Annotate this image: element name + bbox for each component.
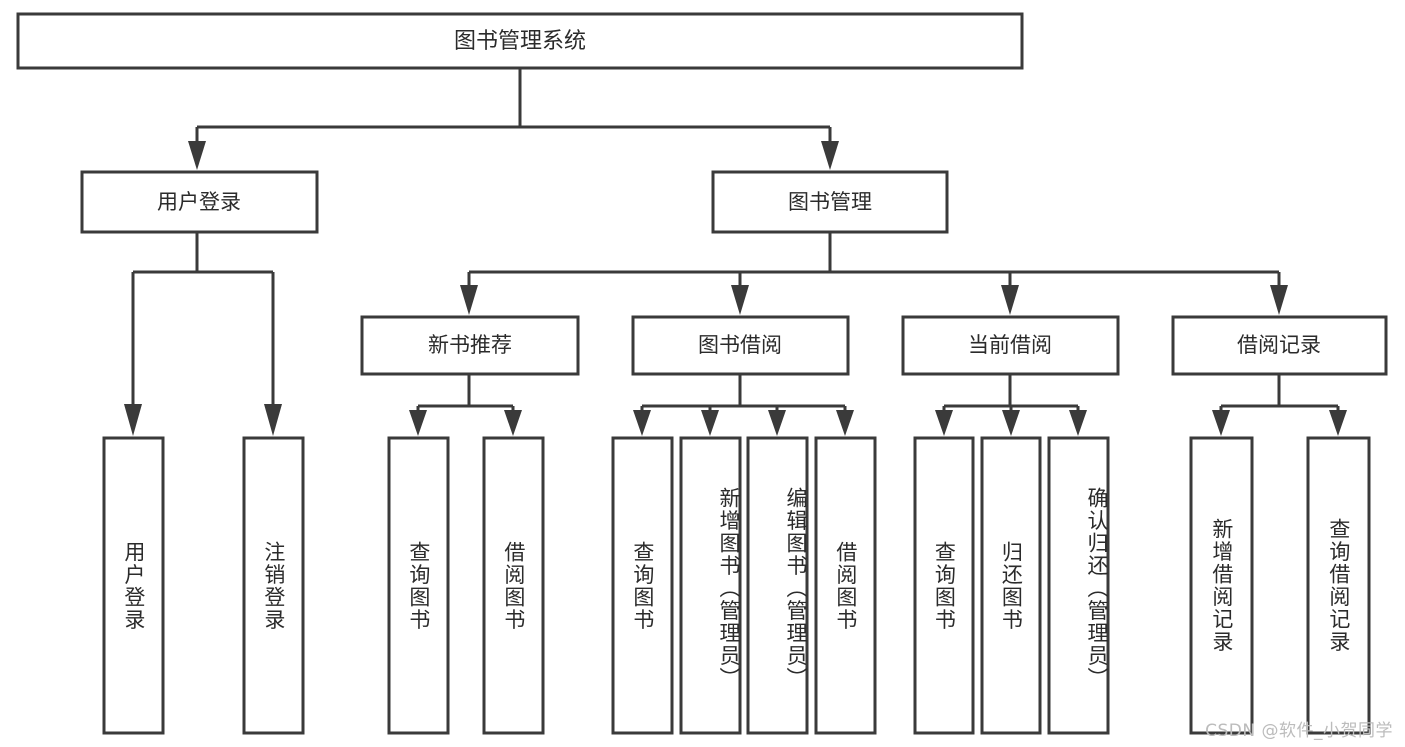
- arrow-head-leaf-borrow-book-1: [504, 410, 522, 436]
- leaf-query-record-box[interactable]: [1306, 436, 1371, 735]
- node-book-manage[interactable]: 图书管理: [711, 170, 949, 234]
- node-root-box[interactable]: [16, 12, 1024, 70]
- node-book-borrow[interactable]: 图书借阅: [631, 315, 850, 376]
- leaf-boxes: [102, 436, 1371, 735]
- node-user-login[interactable]: 用户登录: [80, 170, 319, 234]
- arrow-head-borrow-record: [1270, 285, 1288, 315]
- arrow-head-new-book: [460, 285, 478, 315]
- arrow-head-leaf-borrow-book-2: [836, 410, 854, 436]
- csdn-watermark: CSDN @软件_小贺同学: [1205, 721, 1393, 741]
- arrow-head-leaf-add-book: [701, 410, 719, 436]
- arrow-head-leaf-query-book-2: [633, 410, 651, 436]
- leaf-confirm-return-box[interactable]: [1047, 436, 1110, 735]
- arrow-head-leaf-query-book-1: [409, 410, 427, 436]
- arrow-head-book-manage: [821, 141, 839, 170]
- node-book-manage-box[interactable]: [711, 170, 949, 234]
- leaf-add-book-box[interactable]: [679, 436, 742, 735]
- node-current-borrow[interactable]: 当前借阅: [901, 315, 1120, 376]
- leaf-borrow-book-2-box[interactable]: [814, 436, 877, 735]
- connectors-currentborrow-to-leaves: [935, 374, 1087, 436]
- node-root[interactable]: 图书管理系统: [16, 12, 1024, 70]
- arrow-head-user-login: [188, 141, 206, 170]
- arrow-head-leaf-logout-login: [264, 404, 282, 436]
- node-book-borrow-box[interactable]: [631, 315, 850, 376]
- arrow-head-leaf-confirm-return: [1069, 410, 1087, 436]
- arrow-head-leaf-return-book: [1002, 410, 1020, 436]
- arrow-head-leaf-add-record: [1212, 410, 1230, 436]
- node-borrow-record[interactable]: 借阅记录: [1171, 315, 1388, 376]
- node-borrow-record-label: 借阅记录: [1237, 333, 1321, 357]
- leaf-add-record-box[interactable]: [1189, 436, 1254, 735]
- connectors-bookborrow-to-leaves: [633, 374, 854, 436]
- node-user-login-box[interactable]: [80, 170, 319, 234]
- node-user-login-label: 用户登录: [157, 190, 241, 214]
- node-new-book-recommend-label: 新书推荐: [428, 333, 512, 357]
- node-new-book-recommend[interactable]: 新书推荐: [360, 315, 580, 376]
- leaf-edit-book-box[interactable]: [746, 436, 809, 735]
- arrow-head-leaf-query-book-3: [935, 410, 953, 436]
- leaf-query-book-1-box[interactable]: [387, 436, 450, 735]
- node-current-borrow-box[interactable]: [901, 315, 1120, 376]
- node-new-book-recommend-box[interactable]: [360, 315, 580, 376]
- arrow-head-leaf-edit-book: [768, 410, 786, 436]
- arrow-head-current-borrow: [1001, 285, 1019, 315]
- leaf-return-book-box[interactable]: [980, 436, 1042, 735]
- node-root-label: 图书管理系统: [454, 29, 586, 54]
- leaf-borrow-book-1-box[interactable]: [482, 436, 545, 735]
- leaf-query-book-3-box[interactable]: [913, 436, 975, 735]
- connectors-borrowrecord-to-leaves: [1212, 374, 1347, 436]
- arrow-head-leaf-user-login: [124, 404, 142, 436]
- leaf-query-book-2-box[interactable]: [611, 436, 674, 735]
- node-current-borrow-label: 当前借阅: [968, 333, 1052, 357]
- arrow-head-leaf-query-record: [1329, 410, 1347, 436]
- node-book-borrow-label: 图书借阅: [698, 333, 782, 357]
- connectors-bookmanage-to-level3: [460, 232, 1288, 315]
- leaf-user-login-box[interactable]: [102, 436, 165, 735]
- node-borrow-record-box[interactable]: [1171, 315, 1388, 376]
- connectors-booklogin-to-leaves: [124, 232, 282, 436]
- connectors-root-to-level2: [188, 68, 839, 170]
- leaf-logout-login-box[interactable]: [242, 436, 305, 735]
- connectors-newbook-to-leaves: [409, 374, 522, 436]
- node-book-manage-label: 图书管理: [788, 190, 872, 214]
- arrow-head-book-borrow: [731, 285, 749, 315]
